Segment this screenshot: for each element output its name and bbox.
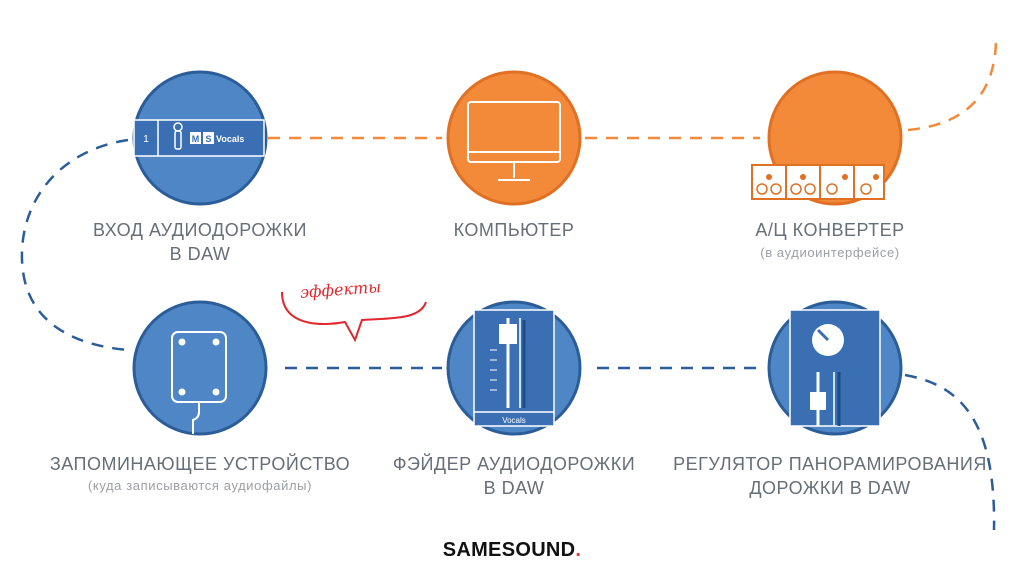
- brand-logo: SAMESOUND.: [442, 539, 582, 561]
- audio-interface-icon: [751, 164, 885, 200]
- connectors: [20, 39, 998, 531]
- sublabel-ad-converter: (в аудиоинтерфейсе): [760, 245, 900, 260]
- fader-icon: [473, 309, 555, 427]
- track-name: Vocals: [216, 134, 244, 144]
- track-number: 1: [143, 134, 149, 145]
- label-fader: ФЭЙДЕР АУДИОДОРОЖКИ В DAW: [392, 454, 636, 498]
- sublabel-storage: (куда записываются аудиофайлы): [87, 478, 313, 493]
- pan-knob-icon: [789, 309, 881, 427]
- hard-drive-icon: [171, 331, 227, 434]
- label-pan: РЕГУЛЯТОР ПАНОРАМИРОВАНИЯ ДОРОЖКИ В DAW: [673, 454, 987, 498]
- node-computer: [446, 70, 582, 206]
- svg-text:M: M: [192, 134, 200, 144]
- mute-button: [190, 132, 201, 144]
- solo-button: [203, 132, 214, 144]
- node-fader: Vocals: [446, 300, 582, 436]
- microphone-icon: [173, 122, 183, 150]
- node-storage: [132, 300, 268, 436]
- label-computer: КОМПЬЮТЕР: [453, 220, 575, 240]
- label-storage: ЗАПОМИНАЮЩЕЕ УСТРОЙСТВО: [49, 454, 351, 474]
- monitor-icon: [467, 101, 561, 181]
- label-track-input: ВХОД АУДИОДОРОЖКИ В DAW: [93, 220, 307, 264]
- annotation-bubble: [281, 291, 427, 343]
- label-ad-converter: А/Ц КОНВЕРТЕР: [755, 220, 905, 240]
- node-pan: [767, 300, 903, 436]
- node-track-input: 1 M S Vocals: [132, 70, 268, 206]
- node-ad-converter: [751, 70, 903, 206]
- fader-track-name: Vocals: [502, 416, 526, 425]
- connector-track-to-storage: [20, 138, 129, 352]
- svg-text:S: S: [205, 134, 211, 144]
- connector-converter-top: [907, 39, 998, 132]
